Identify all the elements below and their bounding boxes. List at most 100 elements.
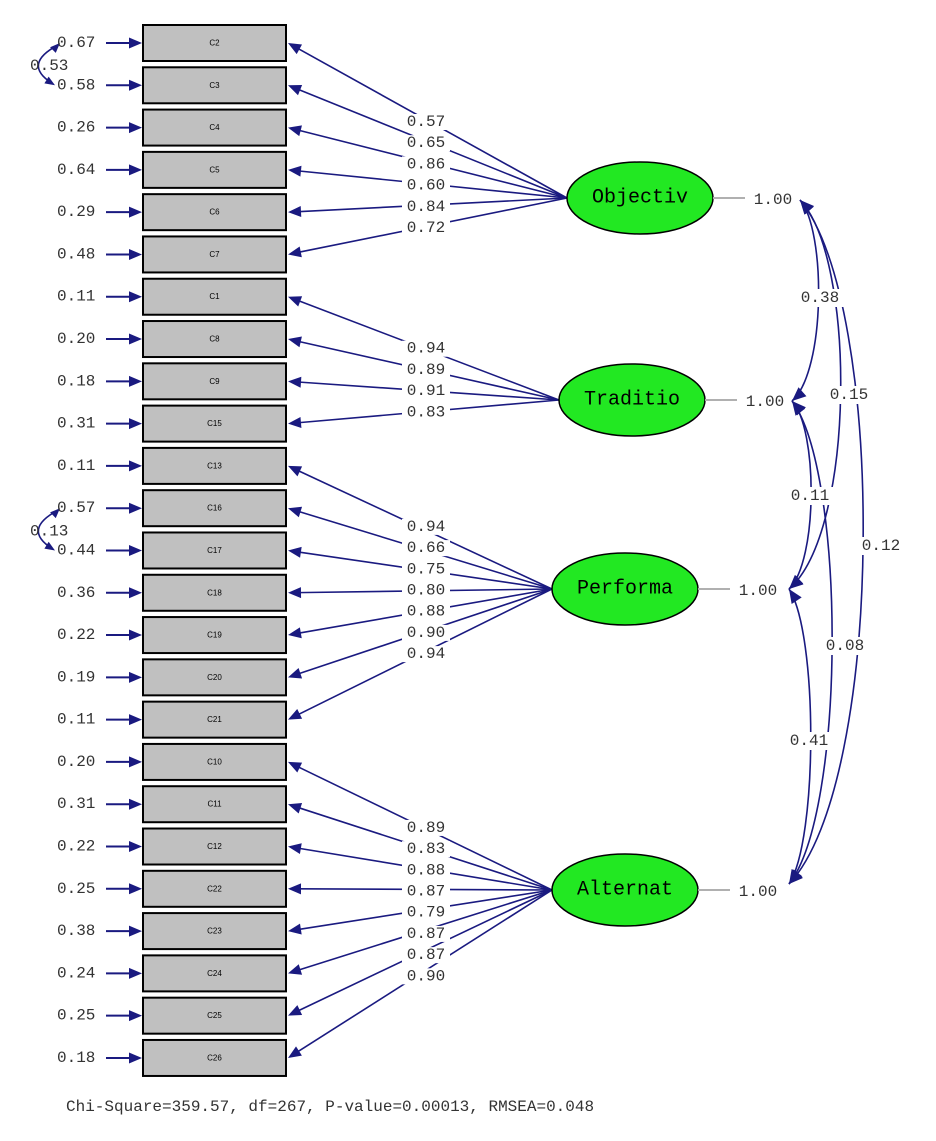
loading-value-c25: 0.87: [407, 946, 445, 964]
indicator-label-c19: C19: [207, 631, 222, 640]
loading-value-c9: 0.91: [407, 382, 445, 400]
latent-label-alternat: Alternat: [577, 879, 673, 902]
indicator-label-c15: C15: [207, 419, 222, 428]
loading-arrowhead-c17: [288, 546, 302, 558]
error-value-c11: 0.31: [57, 795, 95, 813]
error-arrowhead-c17: [129, 544, 142, 556]
indicator-label-c25: C25: [207, 1011, 222, 1020]
indicator-label-c2: C2: [209, 39, 220, 48]
correlation-arrowhead-objectiv-traditio-b: [792, 387, 807, 401]
error-arrowhead-c21: [129, 714, 142, 726]
variance-value-objectiv: 1.00: [754, 191, 792, 209]
latent-label-objectiv: Objectiv: [592, 187, 688, 210]
error-value-c19: 0.22: [57, 626, 95, 644]
indicator-label-c26: C26: [207, 1053, 222, 1062]
loading-label-bg-c4: [402, 156, 450, 173]
correlation-label-bg-traditio-alternat: [821, 637, 869, 655]
indicator-box-c18: [142, 573, 287, 612]
loading-arrowhead-c18: [288, 587, 302, 599]
error-value-c3: 0.58: [57, 76, 95, 94]
loading-arrowhead-c26: [288, 1046, 302, 1058]
error-value-c13: 0.11: [57, 457, 95, 475]
loading-value-c24: 0.87: [407, 925, 445, 943]
indicator-box-c1: [142, 277, 287, 316]
error-covariance-value-c2-c3: 0.53: [30, 57, 68, 75]
correlation-label-bg-objectiv-traditio: [796, 289, 844, 307]
loading-value-c5: 0.60: [407, 177, 445, 195]
indicator-label-c24: C24: [207, 969, 222, 978]
error-value-c8: 0.20: [57, 330, 95, 348]
loading-arrowhead-c22: [288, 883, 302, 895]
indicator-box-c2: [142, 24, 287, 62]
correlation-value-objectiv-alternat: 0.12: [862, 537, 900, 555]
error-arrowhead-c11: [129, 798, 142, 810]
error-arrowhead-c3: [129, 79, 142, 91]
variance-value-traditio: 1.00: [746, 393, 784, 411]
error-value-c26: 0.18: [57, 1049, 95, 1067]
loading-value-c20: 0.90: [407, 624, 445, 642]
indicator-label-c21: C21: [207, 715, 222, 724]
loading-label-bg-c26: [402, 968, 450, 985]
indicator-box-c12: [142, 827, 287, 866]
indicator-box-c8: [142, 320, 287, 359]
loading-value-c26: 0.90: [407, 967, 445, 985]
loading-value-c8: 0.89: [407, 361, 445, 379]
loading-label-bg-c18: [402, 582, 450, 599]
latent-label-traditio: Traditio: [584, 389, 680, 412]
loading-arrowhead-c4: [288, 125, 302, 137]
error-value-c2: 0.67: [57, 34, 95, 52]
error-covariance-arrowhead-c2-c3-a: [50, 43, 60, 53]
indicator-box-c3: [142, 66, 287, 105]
loading-label-bg-c16: [402, 540, 450, 557]
indicator-label-c20: C20: [207, 673, 222, 682]
indicator-label-c1: C1: [209, 292, 220, 301]
correlation-arrowhead-objectiv-alternat-a: [800, 200, 814, 215]
loading-arrowhead-c12: [288, 843, 302, 855]
indicator-box-c7: [142, 235, 287, 274]
error-value-c6: 0.29: [57, 203, 95, 221]
loading-arrowhead-c11: [288, 803, 303, 814]
error-arrowhead-c20: [129, 671, 142, 683]
error-arrowhead-c10: [129, 756, 142, 768]
error-arrowhead-c13: [129, 460, 142, 472]
indicator-box-c4: [142, 108, 287, 147]
correlation-arrowhead-traditio-performa-b: [789, 574, 804, 589]
indicator-boxes: C2C3C4C5C6C7C1C8C9C15C13C16C17C18C19C20C…: [142, 24, 287, 1077]
indicator-label-c9: C9: [209, 377, 220, 386]
error-value-c1: 0.11: [57, 288, 95, 306]
error-arrowhead-c8: [129, 333, 142, 345]
error-value-c4: 0.26: [57, 119, 95, 137]
latent-label-performa: Performa: [577, 578, 673, 601]
indicator-label-c18: C18: [207, 588, 222, 597]
loading-value-c6: 0.84: [407, 198, 445, 216]
indicator-label-c4: C4: [209, 123, 220, 132]
correlation-label-bg-performa-alternat: [785, 732, 833, 750]
error-arrowhead-c5: [129, 164, 142, 176]
error-covariance-arrowhead-c16-c17-a: [50, 508, 60, 519]
loading-arrowhead-c5: [288, 165, 302, 177]
correlation-value-objectiv-traditio: 0.38: [801, 289, 839, 307]
error-arrowhead-c23: [129, 925, 142, 937]
loading-value-c10: 0.89: [407, 819, 445, 837]
loading-label-bg-c8: [402, 361, 450, 378]
loading-label-bg-c12: [402, 862, 450, 879]
loading-label-bg-c6: [402, 198, 450, 215]
error-arrowhead-c1: [129, 291, 142, 303]
indicator-box-c11: [142, 785, 287, 824]
loading-value-c19: 0.88: [407, 603, 445, 621]
loading-label-bg-c11: [402, 841, 450, 858]
indicator-box-c19: [142, 616, 287, 655]
factor-correlation-paths: [788, 199, 864, 885]
indicator-box-c25: [142, 996, 287, 1035]
indicator-label-c7: C7: [209, 250, 220, 259]
error-value-c21: 0.11: [57, 711, 95, 729]
correlation-arrowhead-performa-alternat-b: [789, 869, 802, 884]
loading-value-c11: 0.83: [407, 840, 445, 858]
error-arrowhead-c4: [129, 122, 142, 134]
error-arrowhead-c22: [129, 883, 142, 895]
loading-arrowhead-c3: [288, 85, 303, 96]
loading-arrowhead-c16: [288, 506, 303, 518]
loading-value-c21: 0.94: [407, 645, 445, 663]
error-value-c23: 0.38: [57, 922, 95, 940]
loading-label-bg-c25: [402, 947, 450, 964]
